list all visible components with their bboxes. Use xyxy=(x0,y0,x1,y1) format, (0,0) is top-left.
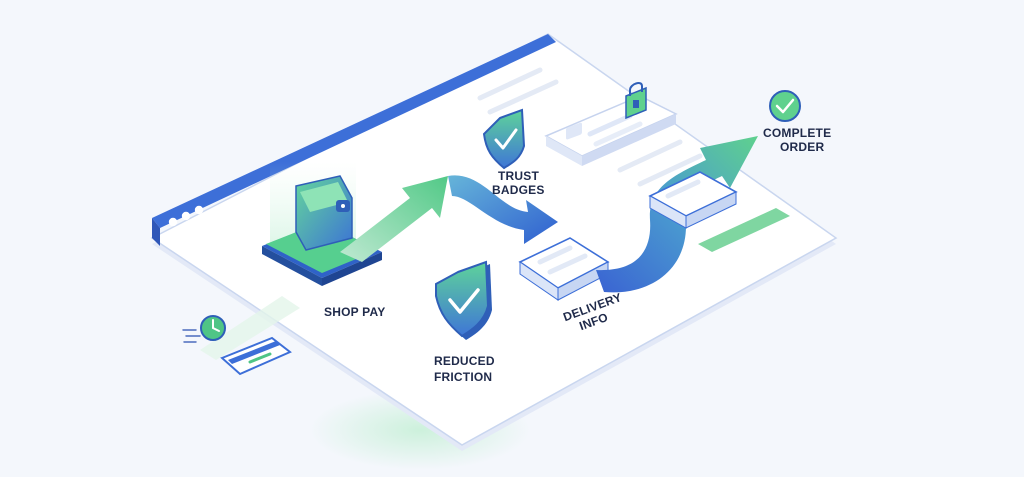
label-shop-pay: SHOP PAY xyxy=(324,305,385,319)
window-title-bar xyxy=(152,34,556,228)
window-dot xyxy=(168,217,178,227)
check-circle-icon xyxy=(769,90,801,122)
speed-lines xyxy=(182,329,201,343)
clock-icon xyxy=(200,315,226,341)
label-complete: COMPLETE xyxy=(763,126,831,140)
label-friction: FRICTION xyxy=(434,370,492,384)
delivery-info-card xyxy=(518,237,610,301)
content-lines xyxy=(477,67,703,187)
speed-trail xyxy=(200,296,300,360)
reduced-friction-shield-icon xyxy=(435,260,492,340)
window-dot xyxy=(181,211,191,221)
green-order-button xyxy=(698,208,790,252)
lock-icon xyxy=(625,82,647,120)
order-summary-card xyxy=(648,171,738,229)
lock-card xyxy=(544,95,678,166)
browser-window xyxy=(150,33,838,451)
shop-pay-pad xyxy=(262,222,382,286)
label-reduced: REDUCED xyxy=(434,354,495,368)
label-order: ORDER xyxy=(780,140,824,154)
trust-badge-shield-icon xyxy=(482,108,526,170)
flow-arrow-to-trust xyxy=(340,176,448,262)
wallet-icon xyxy=(295,175,353,251)
label-trust: TRUST xyxy=(498,169,539,183)
label-badges: BADGES xyxy=(492,183,545,197)
window-dot xyxy=(194,205,204,215)
flow-arrow-to-delivery xyxy=(448,175,558,244)
credit-card-icon xyxy=(220,336,292,376)
